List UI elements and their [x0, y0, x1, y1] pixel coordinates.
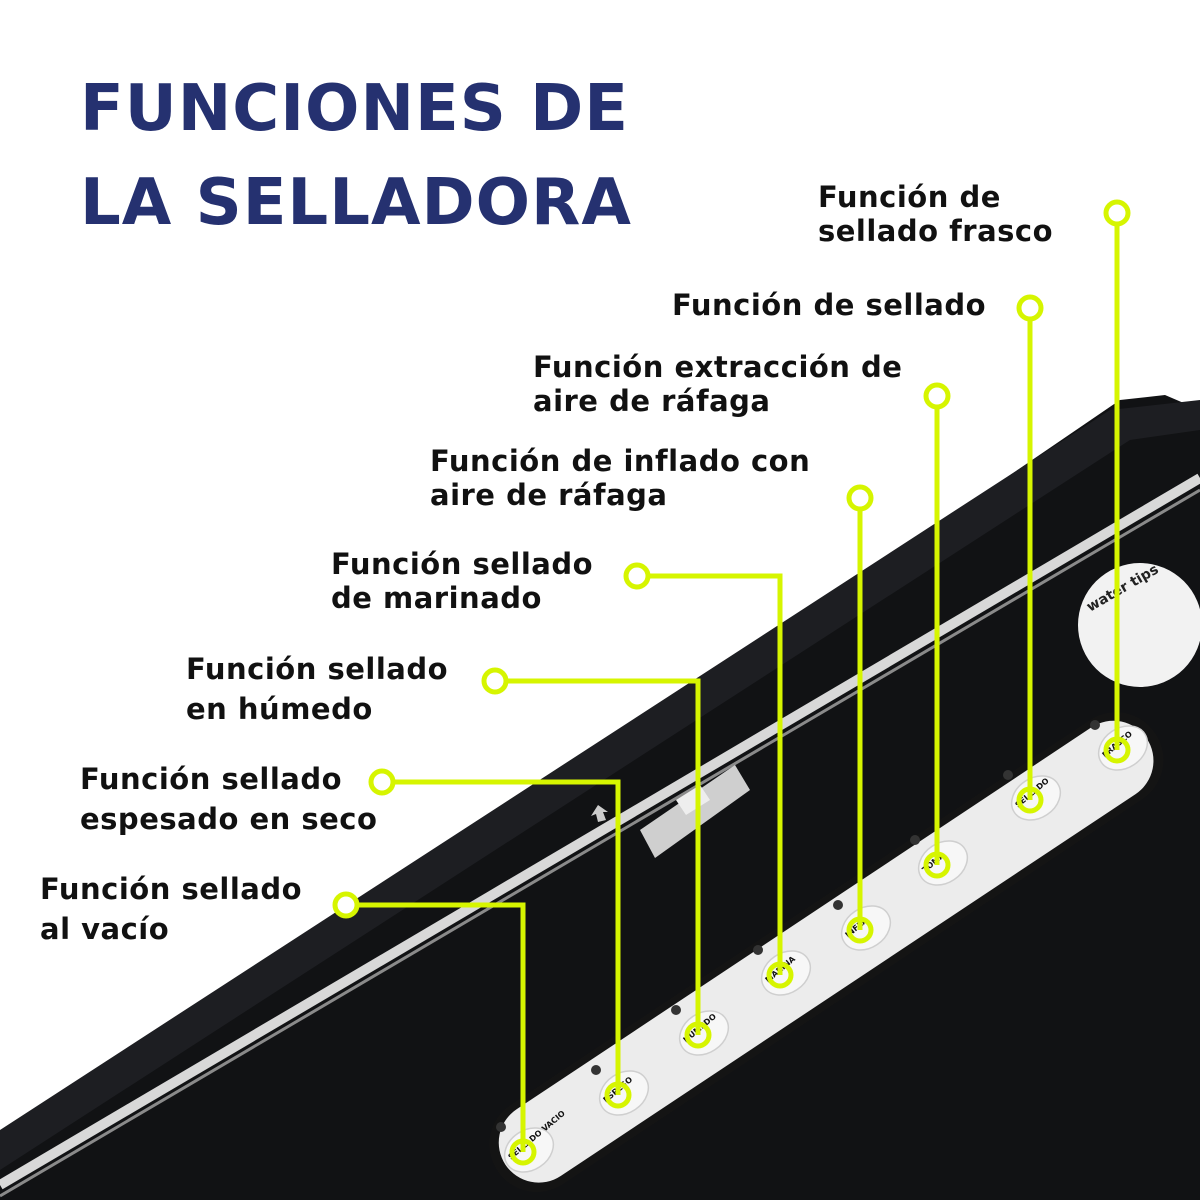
callout-end-ring	[846, 916, 874, 944]
vacuum-lever	[640, 765, 750, 858]
callout-start-ring	[923, 382, 951, 410]
indicator-led	[1090, 720, 1100, 730]
callout-end-ring	[1103, 736, 1131, 764]
indicator-led	[671, 1005, 681, 1015]
sealer-body	[0, 395, 1200, 1200]
arrow-icon	[591, 805, 608, 822]
callout-end-ring	[766, 961, 794, 989]
callout-start-ring	[846, 484, 874, 512]
callout-start-ring	[1016, 294, 1044, 322]
callout-end-ring	[1016, 786, 1044, 814]
page-title: FUNCIONES DE LA SELLADORA	[80, 62, 632, 250]
callout-end-ring	[684, 1021, 712, 1049]
indicator-led	[753, 945, 763, 955]
callout-line	[637, 573, 783, 975]
sealing-rail	[0, 473, 1200, 1190]
rail-shadow	[0, 488, 1200, 1198]
callout-end-ring	[604, 1081, 632, 1109]
callout-start-ring	[368, 768, 396, 796]
callout-start-ring	[623, 562, 651, 590]
water-tips-sticker: water tips	[1078, 562, 1200, 687]
callout-start-ring	[1103, 199, 1131, 227]
callout-line	[346, 902, 526, 1152]
control-panel	[489, 712, 1164, 1193]
callout-line	[495, 678, 701, 1035]
title-line-1: FUNCIONES DE	[80, 72, 629, 146]
callout-start-ring	[332, 891, 360, 919]
label-seal: Función de sellado	[672, 288, 987, 322]
title-line-2: LA SELLADORA	[80, 166, 632, 240]
indicator-led	[910, 835, 920, 845]
callout-line	[382, 779, 621, 1095]
indicator-led	[1003, 770, 1013, 780]
callout-end-ring	[509, 1138, 537, 1166]
indicator-led	[833, 900, 843, 910]
callout-end-ring	[923, 851, 951, 879]
indicator-led	[591, 1065, 601, 1075]
callout-start-ring	[481, 667, 509, 695]
indicator-led	[496, 1122, 506, 1132]
